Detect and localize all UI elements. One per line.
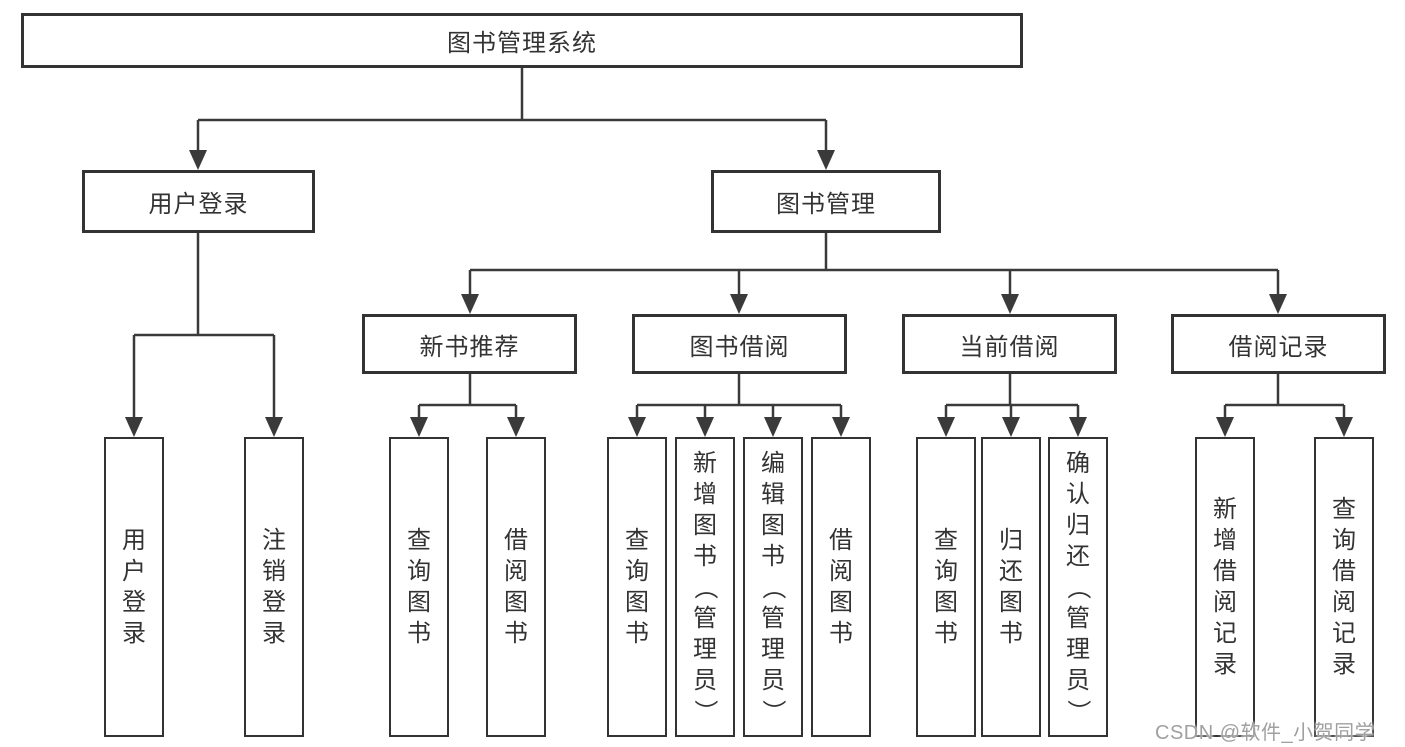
leaf-label: 编辑图书（管理员） (759, 449, 787, 724)
leaf-label: 查询图书 (625, 527, 649, 647)
node-label: 图书借阅 (689, 333, 790, 361)
node-user-login: 用户登录 (82, 170, 315, 233)
leaf-label: 查询图书 (407, 527, 431, 647)
node-label: 图书管理 (776, 191, 876, 218)
leaf-label: 查询图书 (934, 527, 958, 647)
leaf-label: 借阅图书 (829, 527, 853, 647)
node-current-borrowing: 当前借阅 (902, 314, 1117, 374)
leaf-label: 用户登录 (122, 527, 146, 647)
node-book-management: 图书管理 (711, 170, 941, 233)
leaf-label: 新增借阅记录 (1213, 496, 1237, 678)
leaf-borrow-books-borrowing: 借阅图书 (811, 437, 871, 737)
leaf-query-books-current: 查询图书 (916, 437, 976, 737)
leaf-return-books: 归还图书 (981, 437, 1041, 737)
node-borrowing-records: 借阅记录 (1171, 314, 1386, 374)
leaf-query-borrow-record: 查询借阅记录 (1314, 437, 1374, 737)
node-label: 图书管理系统 (447, 30, 597, 57)
node-new-book-recommend: 新书推荐 (362, 314, 577, 374)
leaf-label: 确认归还（管理员） (1064, 449, 1092, 724)
leaf-label: 注销登录 (262, 527, 286, 647)
node-book-borrowing: 图书借阅 (632, 314, 847, 374)
node-library-management-system: 图书管理系统 (21, 13, 1023, 68)
node-label: 借阅记录 (1228, 333, 1329, 361)
leaf-label: 新增图书（管理员） (691, 449, 719, 724)
leaf-add-borrow-record: 新增借阅记录 (1195, 437, 1255, 737)
leaf-label: 查询借阅记录 (1332, 496, 1356, 678)
leaf-borrow-books-recommend: 借阅图书 (486, 437, 546, 737)
csdn-watermark: CSDN @软件_小贺同学 (1155, 722, 1376, 744)
leaf-label: 借阅图书 (504, 527, 528, 647)
leaf-confirm-return-admin: 确认归还（管理员） (1048, 437, 1108, 737)
leaf-edit-books-admin: 编辑图书（管理员） (743, 437, 803, 737)
leaf-user-login: 用户登录 (104, 437, 164, 737)
leaf-query-books-recommend: 查询图书 (389, 437, 449, 737)
leaf-query-books-borrowing: 查询图书 (607, 437, 667, 737)
leaf-label: 归还图书 (999, 527, 1023, 647)
node-label: 新书推荐 (419, 333, 520, 361)
leaf-logout: 注销登录 (244, 437, 304, 737)
node-label: 当前借阅 (959, 333, 1060, 361)
node-label: 用户登录 (148, 191, 249, 218)
leaf-add-books-admin: 新增图书（管理员） (675, 437, 735, 737)
